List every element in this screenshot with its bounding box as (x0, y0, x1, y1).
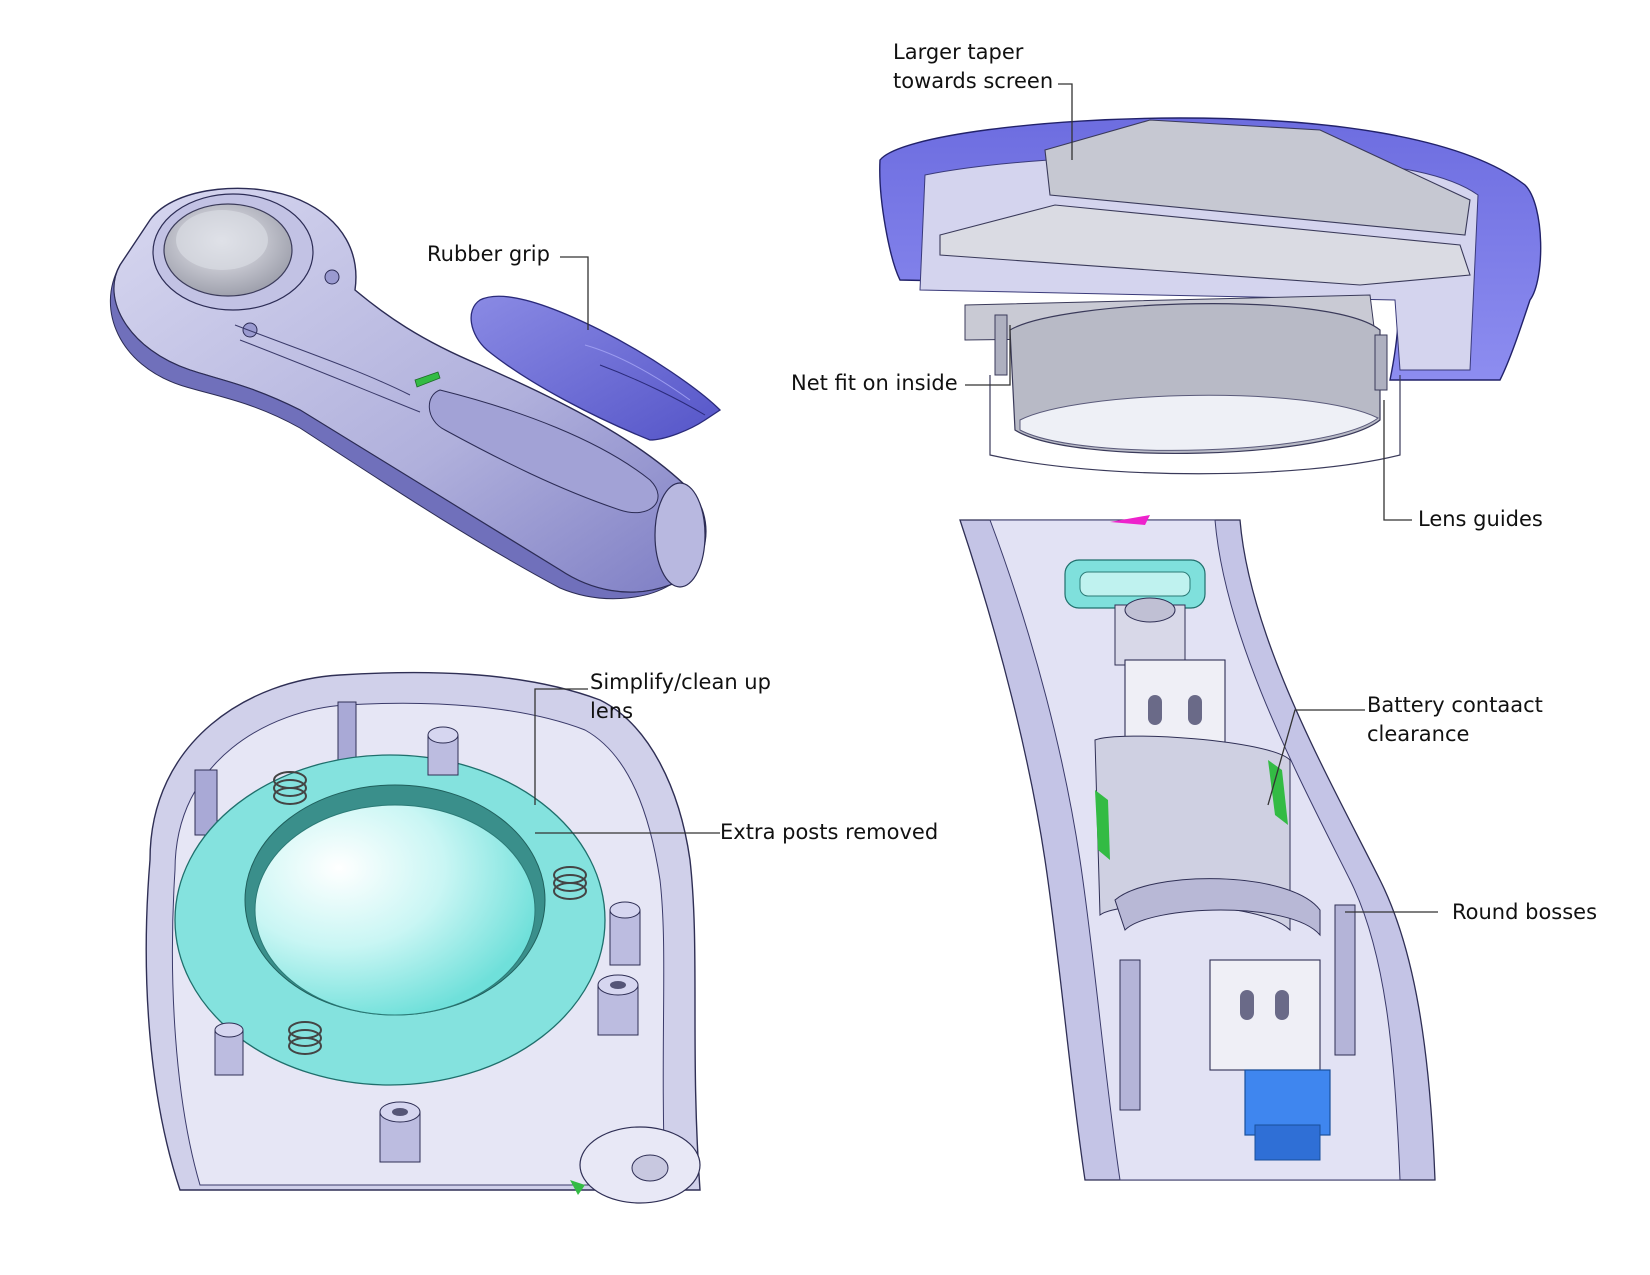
boss-hollow-bottom (379, 1101, 421, 1163)
leader-net-fit (965, 325, 1011, 386)
boss-left (214, 1022, 244, 1076)
callout-extra-posts: Extra posts removed (720, 820, 939, 844)
callout-taper: Larger taper towards screen (893, 40, 1054, 93)
callout-rubber-grip: Rubber grip (427, 242, 550, 266)
spring-top-left (273, 771, 307, 805)
boss-hollow-right (597, 974, 639, 1036)
callout-simplify-lens: Simplify/clean up lens (590, 670, 771, 723)
device-overview-illustration (109, 187, 722, 600)
battery-compartment-illustration (959, 515, 1436, 1181)
callout-round-bosses: Round bosses (1452, 900, 1598, 924)
callout-battery-clearance: Battery contaact clearance (1367, 693, 1543, 746)
leader-lens-guides (1383, 400, 1412, 521)
leader-rubber-grip (560, 256, 589, 330)
leader-simplify-lens (534, 688, 588, 805)
spring-bottom-left (288, 1021, 322, 1055)
callout-lens-guides: Lens guides (1418, 507, 1543, 531)
leader-lines (534, 83, 1438, 913)
boss-right (609, 901, 641, 966)
callout-net-fit: Net fit on inside (791, 371, 958, 395)
leader-battery-clearance (1267, 709, 1365, 806)
spring-right (553, 866, 587, 900)
lens-housing-illustration (145, 671, 701, 1204)
head-section-illustration (879, 117, 1542, 475)
leader-taper (1058, 83, 1073, 160)
boss-top (427, 726, 459, 776)
